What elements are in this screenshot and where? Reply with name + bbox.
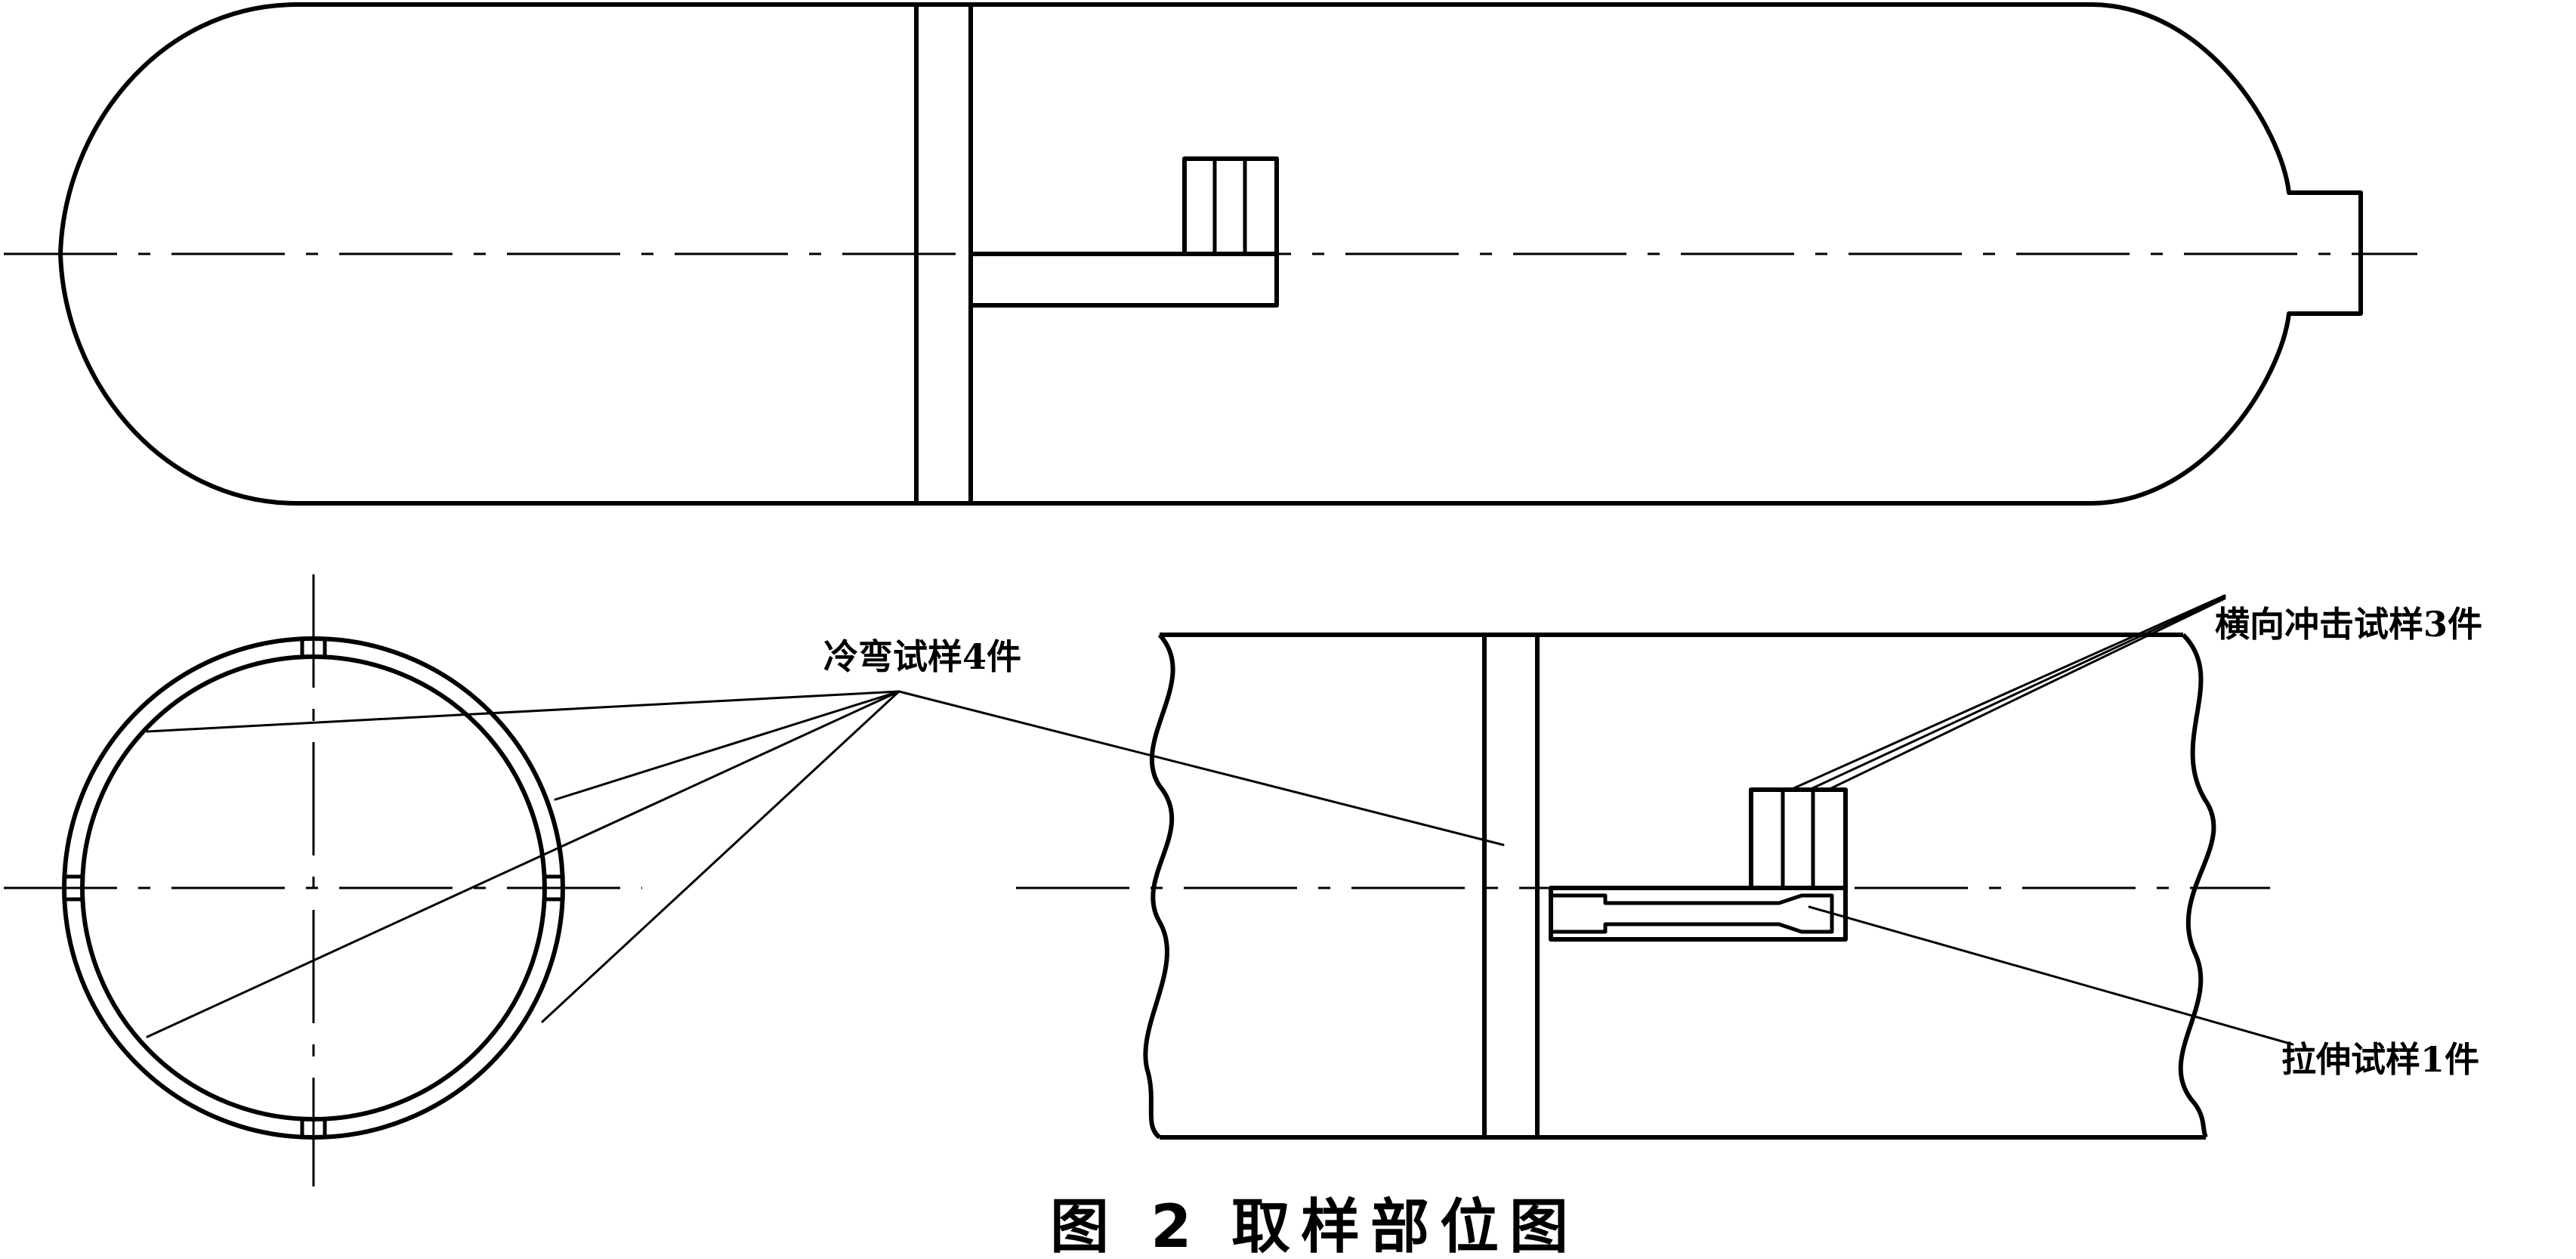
impact-leader-lines: [1789, 594, 2226, 791]
tensile-label: 拉伸试样1件: [2281, 1039, 2479, 1080]
tensile-specimen-dogbone: [1551, 893, 1834, 934]
cylinder-cross-section: [4, 574, 1505, 1186]
figure-number: 图 2: [1050, 1193, 1202, 1259]
transverse-impact-label: 横向冲击试样3件: [2215, 604, 2482, 645]
cold-bend-label: 冷弯试样4件: [823, 636, 1021, 677]
figure-title: 取样部位图: [1231, 1193, 1579, 1259]
tensile-specimen-location: [968, 252, 1279, 308]
section-tensile-specimen-location: [1549, 886, 1848, 942]
cold-bend-specimen-marks: [64, 639, 563, 1137]
tensile-leader-line: [1808, 905, 2294, 1046]
section-impact-specimen-location: [1749, 787, 1848, 890]
cylinder-side-view: [4, 2, 2417, 506]
section-break-left: [1143, 633, 1175, 1140]
cylinder-outline: [58, 2, 2363, 506]
section-break-right: [2178, 633, 2216, 1139]
enlarged-weld-section: [1016, 594, 2294, 1140]
cold-bend-leader-lines: [146, 690, 1505, 1038]
impact-specimen-location: [1182, 156, 1279, 256]
